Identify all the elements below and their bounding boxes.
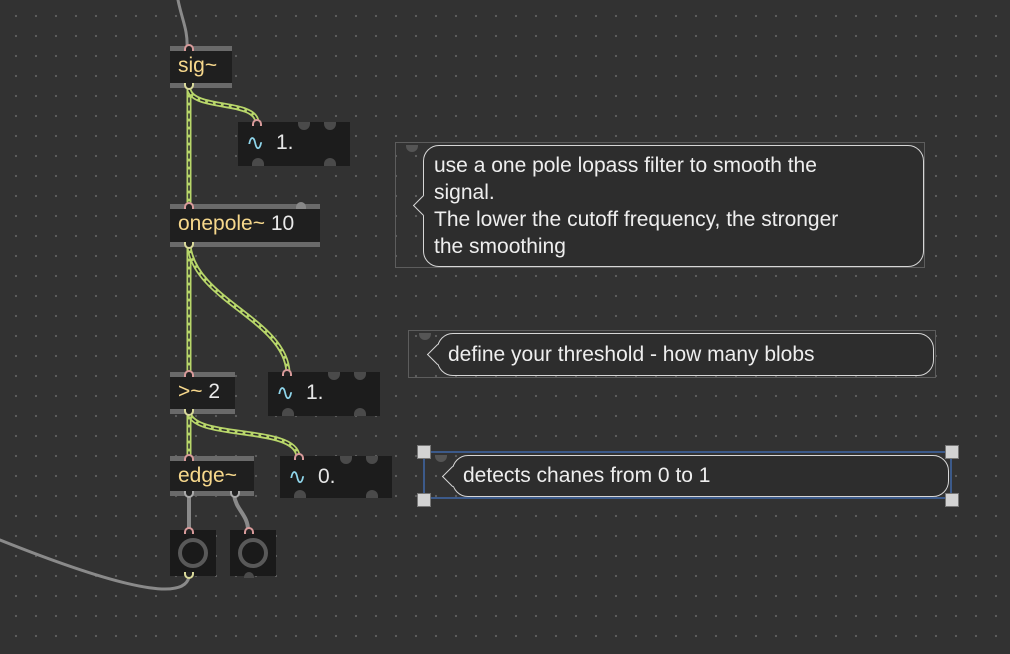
inlet-port[interactable] — [354, 372, 366, 380]
object-sig[interactable]: sig~ — [170, 44, 232, 90]
signal-wave-icon: ∿ — [246, 130, 265, 155]
cable-outgoing-left — [0, 538, 191, 591]
object-border — [170, 83, 232, 88]
object-onepole[interactable]: onepole~ 10 — [170, 202, 320, 249]
object-label: sig~ — [178, 54, 218, 77]
object-border — [170, 372, 235, 377]
inlet-port[interactable] — [366, 456, 378, 464]
outlet-port[interactable] — [184, 409, 194, 416]
inlet-port[interactable] — [298, 122, 310, 130]
object-edge[interactable]: edge~ — [170, 454, 254, 498]
resize-handle[interactable] — [417, 493, 431, 507]
comment-edge[interactable]: detects chanes from 0 to 1 — [441, 455, 949, 497]
inlet-port[interactable] — [184, 527, 194, 534]
signal-wave-icon: ∿ — [288, 464, 307, 489]
object-border — [170, 242, 320, 247]
comment-line: the smoothing — [434, 235, 566, 258]
number-value: 1. — [306, 381, 324, 404]
comment-line: signal. — [434, 181, 495, 204]
inlet-port[interactable] — [184, 44, 194, 51]
comment-line: define your threshold - how many blobs — [448, 343, 815, 366]
outlet-port[interactable] — [354, 408, 366, 416]
comment-threshold[interactable]: define your threshold - how many blobs — [426, 333, 934, 376]
inlet-port[interactable] — [294, 453, 304, 460]
outlet-port[interactable] — [282, 408, 294, 416]
ezdac-icon — [178, 538, 208, 568]
object-border — [170, 46, 232, 51]
inlet-port[interactable] — [184, 202, 194, 209]
ezdac-icon — [238, 538, 268, 568]
comment-smoothing[interactable]: use a one pole lopass filter to smooth t… — [412, 145, 924, 267]
comment-inlet — [435, 455, 447, 462]
comment-frame[interactable] — [408, 330, 936, 378]
signal-number-box[interactable]: ∿ 1. — [238, 119, 350, 166]
object-border — [170, 409, 235, 414]
object-threshold[interactable]: >~ 2 — [170, 370, 235, 416]
number-value: 1. — [276, 131, 294, 154]
outlet-port[interactable] — [324, 158, 336, 166]
outlet-port[interactable] — [184, 572, 194, 579]
object-label: >~ 2 — [178, 380, 221, 403]
signal-number-box[interactable]: ∿ 0. — [280, 453, 392, 498]
outlet-port[interactable] — [252, 158, 264, 166]
comment-line: detects chanes from 0 to 1 — [463, 464, 711, 487]
comment-inlet — [406, 145, 418, 152]
number-value: 0. — [318, 465, 336, 488]
inlet-port[interactable] — [328, 372, 340, 380]
inlet-port[interactable] — [184, 370, 194, 377]
comment-line: use a one pole lopass filter to smooth t… — [434, 154, 817, 177]
outlet-port[interactable] — [184, 242, 194, 249]
object-border — [170, 456, 254, 461]
outlet-port[interactable] — [184, 83, 194, 90]
inlet-port[interactable] — [184, 454, 194, 461]
comment-line: The lower the cutoff frequency, the stro… — [434, 208, 839, 231]
inlet-port[interactable] — [340, 456, 352, 464]
outlet-port[interactable] — [366, 490, 378, 498]
ezdac-right[interactable] — [230, 527, 276, 578]
inlet-port[interactable] — [324, 122, 336, 130]
object-label: onepole~ 10 — [178, 212, 295, 235]
inlet-port[interactable] — [252, 119, 262, 126]
resize-handle[interactable] — [417, 445, 431, 459]
comment-inlet — [419, 333, 431, 340]
resize-handle[interactable] — [945, 493, 959, 507]
comment-frame[interactable] — [395, 142, 925, 268]
outlet-port[interactable] — [230, 491, 240, 498]
signal-number-box[interactable]: ∿ 1. — [268, 369, 380, 416]
cable-incoming-sig — [176, 0, 189, 50]
outlet-port[interactable] — [184, 491, 194, 498]
inlet-port[interactable] — [244, 527, 254, 534]
resize-handle[interactable] — [945, 445, 959, 459]
inlet-port[interactable] — [296, 202, 306, 209]
object-label: edge~ — [178, 464, 237, 487]
ezdac-left[interactable] — [170, 527, 216, 579]
outlet-port[interactable] — [294, 490, 306, 498]
selection-frame[interactable] — [423, 451, 952, 499]
object-border — [170, 204, 320, 209]
outlet-port[interactable] — [244, 572, 254, 578]
cable-edge-right — [232, 493, 250, 532]
inlet-port[interactable] — [282, 369, 292, 376]
signal-wave-icon: ∿ — [276, 380, 295, 405]
object-border — [170, 491, 254, 496]
